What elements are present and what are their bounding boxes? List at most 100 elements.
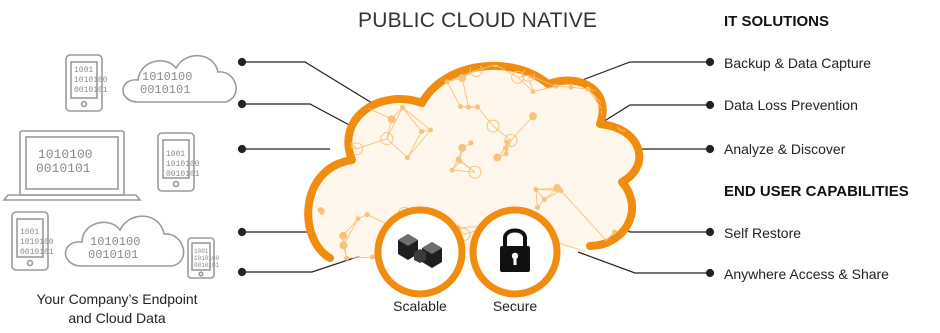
network-link xyxy=(333,131,338,142)
network-node xyxy=(459,105,463,109)
network-node xyxy=(420,129,424,133)
item-analyze: Analyze & Discover xyxy=(724,142,845,156)
left-caption-line1: Your Company’s Endpoint xyxy=(12,290,222,309)
network-node xyxy=(534,187,538,191)
binary-row: 0010101 xyxy=(88,248,138,262)
central-cloud xyxy=(308,58,639,260)
secure-badge xyxy=(473,210,557,294)
network-link xyxy=(372,67,374,70)
network-link xyxy=(347,257,373,258)
connector-line xyxy=(598,105,708,125)
network-node xyxy=(324,89,328,93)
network-node xyxy=(337,129,341,133)
network-node xyxy=(459,144,466,151)
network-node xyxy=(370,65,374,69)
item-backup: Backup & Data Capture xyxy=(724,56,871,70)
network-link xyxy=(344,60,370,64)
binary-row: 0010101 xyxy=(20,248,54,257)
network-node xyxy=(388,116,395,123)
network-node xyxy=(456,157,460,161)
network-node xyxy=(476,105,480,109)
network-node xyxy=(542,198,546,202)
network-node xyxy=(356,217,360,221)
network-node xyxy=(400,105,404,109)
item-self-restore: Self Restore xyxy=(724,226,801,240)
binary-row: 1010100 xyxy=(142,70,192,84)
binary-row: 1001 xyxy=(194,248,209,255)
scalable-badge xyxy=(378,210,462,294)
binary-row: 1010100 xyxy=(194,255,220,262)
binary-row: 1010100 xyxy=(166,160,200,169)
network-link xyxy=(344,64,374,70)
binary-row: 1010100 xyxy=(74,76,108,85)
connector-line xyxy=(578,252,708,273)
connector-dot xyxy=(707,102,714,109)
network-link xyxy=(355,105,362,109)
network-node xyxy=(622,96,626,100)
network-link xyxy=(320,132,333,142)
network-node xyxy=(617,252,621,256)
item-data-loss: Data Loss Prevention xyxy=(724,98,858,112)
network-node xyxy=(331,140,335,144)
network-node xyxy=(369,58,373,62)
binary-row: 0010101 xyxy=(166,170,200,179)
network-node xyxy=(341,61,348,68)
network-node xyxy=(591,252,595,256)
network-node xyxy=(445,80,449,84)
network-node xyxy=(494,154,501,161)
connector-dot xyxy=(707,59,714,66)
network-node xyxy=(405,156,409,160)
scalable-label: Scalable xyxy=(380,298,460,314)
section-heading-end-user: END USER CAPABILITIES xyxy=(724,184,909,199)
network-node xyxy=(529,113,536,120)
network-node xyxy=(554,84,558,88)
network-node xyxy=(353,107,357,111)
connector-line xyxy=(242,62,372,103)
connector-dot xyxy=(707,146,714,153)
network-node xyxy=(569,85,573,89)
network-node xyxy=(586,87,590,91)
network-node xyxy=(450,168,454,172)
left-caption: Your Company’s Endpoint and Cloud Data xyxy=(12,290,222,328)
network-node xyxy=(429,128,433,132)
connector-dot xyxy=(707,270,714,277)
network-link xyxy=(344,64,372,67)
item-anywhere-access: Anywhere Access & Share xyxy=(724,267,889,281)
network-node xyxy=(467,105,471,109)
network-link xyxy=(371,60,372,67)
network-node xyxy=(317,128,324,135)
network-node xyxy=(372,68,376,72)
network-node xyxy=(340,232,347,239)
network-node xyxy=(360,103,364,107)
binary-row: 1001 xyxy=(74,66,93,75)
network-node xyxy=(554,185,561,192)
binary-row: 1010100 xyxy=(38,147,93,162)
network-node xyxy=(459,75,466,82)
binary-row: 1010100 xyxy=(20,238,54,247)
page-title: PUBLIC CLOUD NATIVE xyxy=(358,10,597,31)
left-illustrations: 1001 1010100 0010101 1010100 0010101 101… xyxy=(4,55,236,278)
network-link xyxy=(326,91,355,109)
network-node xyxy=(365,213,369,217)
section-heading-it-solutions: IT SOLUTIONS xyxy=(724,14,829,29)
binary-row: 0010101 xyxy=(140,83,190,97)
network-node xyxy=(371,255,375,259)
binary-row: 0010101 xyxy=(194,262,220,269)
network-node xyxy=(503,146,507,150)
connector-dot xyxy=(707,229,714,236)
binary-row: 0010101 xyxy=(74,86,108,95)
binary-row: 0010101 xyxy=(36,161,91,176)
connector-line xyxy=(242,104,355,128)
network-link xyxy=(371,60,375,70)
network-node xyxy=(469,141,473,145)
network-node xyxy=(531,90,535,94)
binary-row: 1001 xyxy=(20,228,39,237)
network-node xyxy=(340,242,347,249)
binary-row: 1010100 xyxy=(90,235,140,249)
secure-label: Secure xyxy=(475,298,555,314)
network-node xyxy=(535,205,539,209)
network-node xyxy=(345,256,349,260)
network-link xyxy=(320,131,338,132)
left-caption-line2: and Cloud Data xyxy=(12,309,222,328)
network-link xyxy=(326,64,344,91)
